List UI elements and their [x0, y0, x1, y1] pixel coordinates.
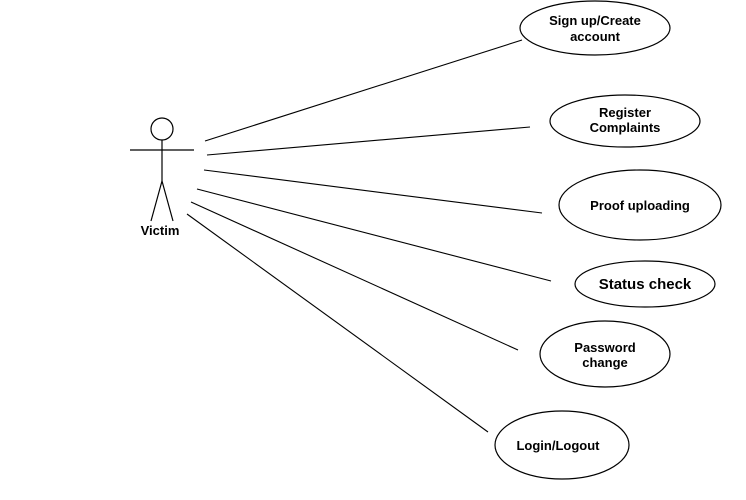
use-case-ellipse	[558, 169, 722, 241]
use-case-label-line2: account	[570, 29, 621, 44]
use-case-password: Password change	[539, 320, 671, 388]
association-line-proof	[203, 169, 543, 214]
actor-label: Victim	[141, 223, 180, 238]
association-lines	[186, 39, 552, 433]
use-case-ellipse	[494, 410, 630, 480]
use-case-ellipse	[574, 260, 716, 308]
use-case-ellipse	[519, 0, 671, 56]
use-case-label-line1: Password	[574, 340, 635, 355]
use-case-label-line1: Proof uploading	[590, 198, 690, 213]
use-case-label-line1: Login/Logout	[516, 438, 600, 453]
actor-victim	[130, 117, 194, 222]
use-case-signup: Sign up/Create account	[519, 0, 671, 56]
use-case-label-line2: Complaints	[590, 120, 661, 135]
association-line-register	[206, 126, 531, 156]
association-line-password	[190, 201, 519, 351]
use-case-proof: Proof uploading	[558, 169, 722, 241]
use-case-register: Register Complaints	[549, 94, 701, 148]
use-case-label-line2: change	[582, 355, 628, 370]
actor-left-leg	[150, 180, 163, 222]
use-case-login: Login/Logout	[494, 410, 630, 480]
association-line-status	[196, 188, 552, 282]
use-case-ellipse	[549, 94, 701, 148]
use-case-label-line1: Sign up/Create	[549, 13, 641, 28]
association-line-login	[186, 213, 489, 433]
use-case-ellipse	[539, 320, 671, 388]
use-case-status: Status check	[574, 260, 716, 308]
use-case-label-line1: Status check	[599, 276, 692, 293]
actor-head	[150, 117, 174, 141]
association-line-signup	[204, 39, 523, 142]
use-case-label-line1: Register	[599, 105, 651, 120]
actor-right-leg	[161, 180, 174, 222]
